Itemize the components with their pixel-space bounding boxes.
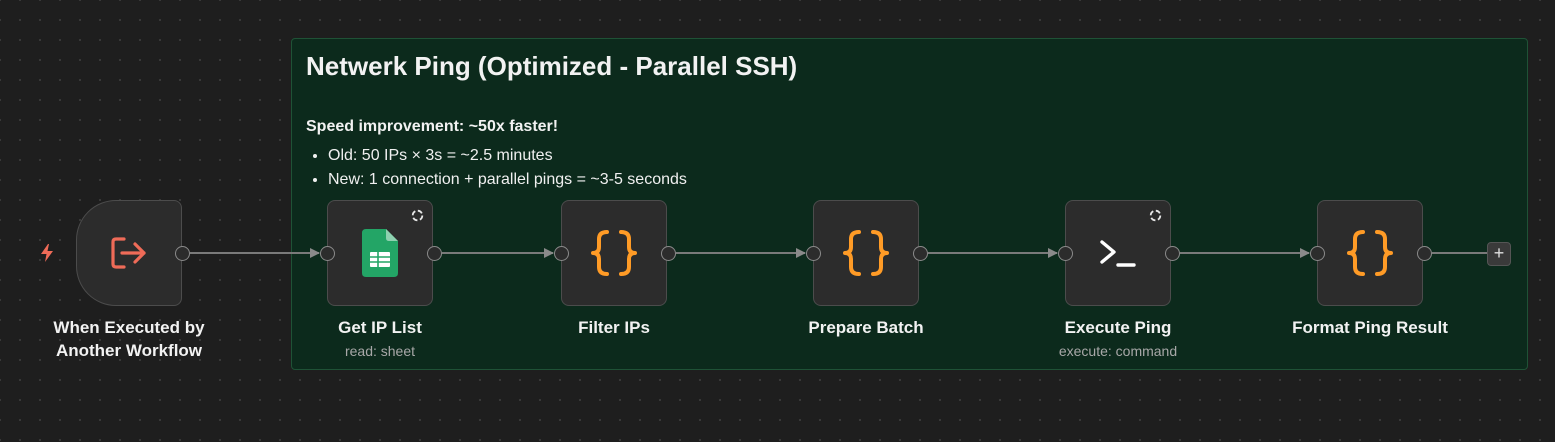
output-handle[interactable] (1417, 246, 1432, 261)
output-handle[interactable] (427, 246, 442, 261)
add-node-button[interactable]: + (1487, 242, 1511, 266)
lightning-bolt-icon (41, 244, 53, 262)
sticky-bullet: New: 1 connection + parallel pings = ~3-… (328, 168, 687, 192)
google-sheets-icon (362, 229, 398, 277)
input-handle[interactable] (806, 246, 821, 261)
node-filter-ips[interactable] (561, 200, 667, 306)
output-handle[interactable] (1165, 246, 1180, 261)
code-braces-icon (591, 230, 637, 276)
loading-spinner-icon (1149, 209, 1162, 222)
node-prepare-batch[interactable] (813, 200, 919, 306)
output-handle[interactable] (175, 246, 190, 261)
node-label: When Executed by Another Workflow (53, 318, 205, 360)
output-handle[interactable] (661, 246, 676, 261)
node-label: Get IP List (338, 318, 422, 337)
input-handle[interactable] (320, 246, 335, 261)
loading-spinner-icon (411, 209, 424, 222)
node-subtitle: read: sheet (344, 343, 416, 359)
input-handle[interactable] (554, 246, 569, 261)
sticky-bullet: Old: 50 IPs × 3s = ~2.5 minutes (328, 144, 687, 168)
sticky-bullet-list: Old: 50 IPs × 3s = ~2.5 minutes New: 1 c… (306, 144, 687, 192)
code-braces-icon (1347, 230, 1393, 276)
sticky-title: Netwerk Ping (Optimized - Parallel SSH) (306, 51, 798, 81)
node-label: Format Ping Result (1292, 318, 1448, 337)
node-subtitle: execute: command (1058, 343, 1178, 359)
terminal-icon (1100, 240, 1136, 267)
node-format-ping-result[interactable] (1317, 200, 1423, 306)
sticky-subtitle: Speed improvement: ~50x faster! (306, 118, 559, 135)
node-execute-ping[interactable] (1065, 200, 1171, 306)
node-label: Filter IPs (578, 318, 650, 337)
node-get-ip-list[interactable] (327, 200, 433, 306)
input-handle[interactable] (1310, 246, 1325, 261)
sign-out-icon (111, 237, 146, 269)
node-when-executed-by-another-workflow[interactable] (76, 200, 182, 306)
output-handle[interactable] (913, 246, 928, 261)
code-braces-icon (843, 230, 889, 276)
node-label: Prepare Batch (808, 318, 924, 337)
input-handle[interactable] (1058, 246, 1073, 261)
node-label: Execute Ping (1064, 318, 1172, 337)
